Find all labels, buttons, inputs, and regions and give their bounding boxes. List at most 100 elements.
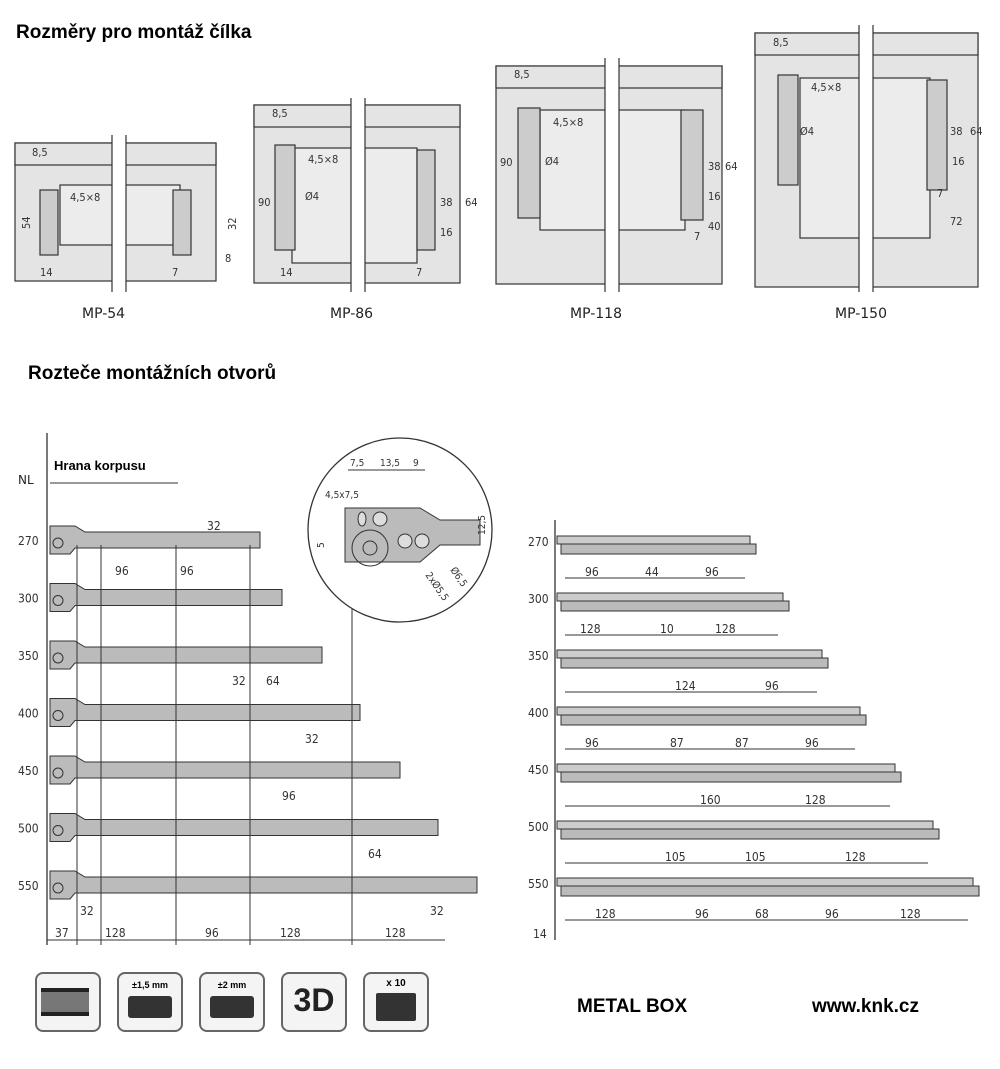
rail-roller <box>52 652 64 664</box>
row-label: 450 <box>18 764 39 778</box>
row-dim: 124 <box>675 679 696 693</box>
mp118-dim-pitch-a: 38 <box>708 160 721 173</box>
row-label: 270 <box>528 535 549 549</box>
mp54-dim-inset-right: 7 <box>172 266 178 279</box>
rail-body <box>49 813 439 842</box>
rail-roller <box>52 595 64 606</box>
mp54-dim-pitch: 32 <box>226 217 239 230</box>
row-label: 450 <box>528 763 549 777</box>
mp150-dim-hole: Ø4 <box>800 125 814 138</box>
row-dim: 10 <box>660 622 674 636</box>
height-adjust-icon: ±1,5 mm <box>117 972 183 1032</box>
row-dim: 32 <box>305 732 319 746</box>
mp118-dim-hole: Ø4 <box>545 155 559 168</box>
runner-top <box>556 820 934 830</box>
runner-bottom <box>560 543 757 555</box>
profile-name-mp54: MP-54 <box>82 306 126 322</box>
profile-name-mp150: MP-150 <box>835 306 887 322</box>
rail-body <box>49 698 361 727</box>
row-dim: 96 <box>282 789 296 803</box>
runner-bottom <box>560 885 980 897</box>
mp54-dim-slot: 4,5×8 <box>70 191 100 204</box>
row-label: 400 <box>18 707 39 721</box>
row-dim: 96 <box>585 565 599 579</box>
rail-body <box>49 525 261 555</box>
rail-body <box>49 640 323 670</box>
mp86-dim-edge: 8,5 <box>272 107 288 120</box>
3d-icon: 3D <box>281 972 347 1032</box>
mp150-dim-bottom: 72 <box>950 215 963 228</box>
rail-roller <box>52 882 64 894</box>
row-dim: 44 <box>645 565 659 579</box>
row-label: 350 <box>18 649 39 663</box>
row-dim: 96 <box>115 564 129 578</box>
bottom-dim: 128 <box>105 926 126 940</box>
row-label: 550 <box>528 877 549 891</box>
row-label: 400 <box>528 706 549 720</box>
bottom-dim: 128 <box>280 926 301 940</box>
row-dim: 128 <box>595 907 616 921</box>
row-dim: 128 <box>580 622 601 636</box>
detail-dim-5: 12,5 <box>477 515 488 535</box>
runner-top <box>556 706 861 716</box>
row-dim: 128 <box>805 793 826 807</box>
runner-top <box>556 592 784 602</box>
bottom-dim: 96 <box>205 926 219 940</box>
row-dim: 96 <box>765 679 779 693</box>
runner-bottom <box>560 714 867 726</box>
row-label: 350 <box>528 649 549 663</box>
mp86-dim-height: 90 <box>258 196 271 209</box>
product-name: METAL BOX <box>577 996 688 1017</box>
runner-bottom <box>560 657 829 669</box>
mp86-dim-hole: Ø4 <box>305 190 319 203</box>
mp86-dim-inset-left: 14 <box>280 266 293 279</box>
left-offset-dim: 14 <box>533 927 547 941</box>
row-dim: 96 <box>180 564 194 578</box>
mp118-dim-height: 90 <box>500 156 513 169</box>
row-dim: 96 <box>585 736 599 750</box>
runner-top <box>556 535 751 545</box>
runner-bottom <box>560 828 940 840</box>
row-dim: 96 <box>705 565 719 579</box>
rail-roller <box>52 767 64 779</box>
mp118-dim-pitch-b: 64 <box>725 160 738 173</box>
rail-body <box>49 870 478 900</box>
row-dim: 68 <box>755 907 769 921</box>
row-label: 550 <box>18 879 39 893</box>
row-label: 300 <box>528 592 549 606</box>
rail-body <box>49 755 401 785</box>
mp150-dim-edge: 8,5 <box>773 36 789 49</box>
profile-drawings: 8,5 4,5×8 54 32 8 14 7 8,5 4,5×8 90 Ø4 3… <box>14 22 983 300</box>
detail-dim-3: 9 <box>413 458 419 469</box>
runner-bottom <box>560 771 902 783</box>
website[interactable]: www.knk.cz <box>812 996 919 1017</box>
row-dim: 32 <box>80 904 94 918</box>
profile-name-mp86: MP-86 <box>330 306 374 322</box>
row-dim: 105 <box>745 850 766 864</box>
rail-body <box>49 583 283 612</box>
mp86-dim-gap: 16 <box>440 226 453 239</box>
row-dim: 32 <box>207 519 221 533</box>
mp118-dim-edge: 8,5 <box>514 68 530 81</box>
rail-roller <box>52 537 64 549</box>
detail-dim-6: 5 <box>316 542 327 548</box>
row-dim: 105 <box>665 850 686 864</box>
runner-bottom <box>560 600 790 612</box>
row-dim: 32 <box>232 674 246 688</box>
row-dim: 96 <box>825 907 839 921</box>
profile-icon <box>35 972 101 1032</box>
detail-dim-2: 13,5 <box>380 458 400 469</box>
row-dim: 128 <box>900 907 921 921</box>
mp86-dim-inset-right: 7 <box>416 266 422 279</box>
rail-roller <box>52 825 64 836</box>
profile-name-mp118: MP-118 <box>570 306 622 322</box>
side-adjust-icon: ±2 mm <box>199 972 265 1032</box>
row-dim: 87 <box>735 736 749 750</box>
mp118-dim-bottom: 40 <box>708 220 721 233</box>
bottom-dim: 128 <box>385 926 406 940</box>
row-dim: 160 <box>700 793 721 807</box>
row-dim: 96 <box>695 907 709 921</box>
runner-top <box>556 763 896 773</box>
mp118-dim-inset-right: 7 <box>694 230 700 243</box>
